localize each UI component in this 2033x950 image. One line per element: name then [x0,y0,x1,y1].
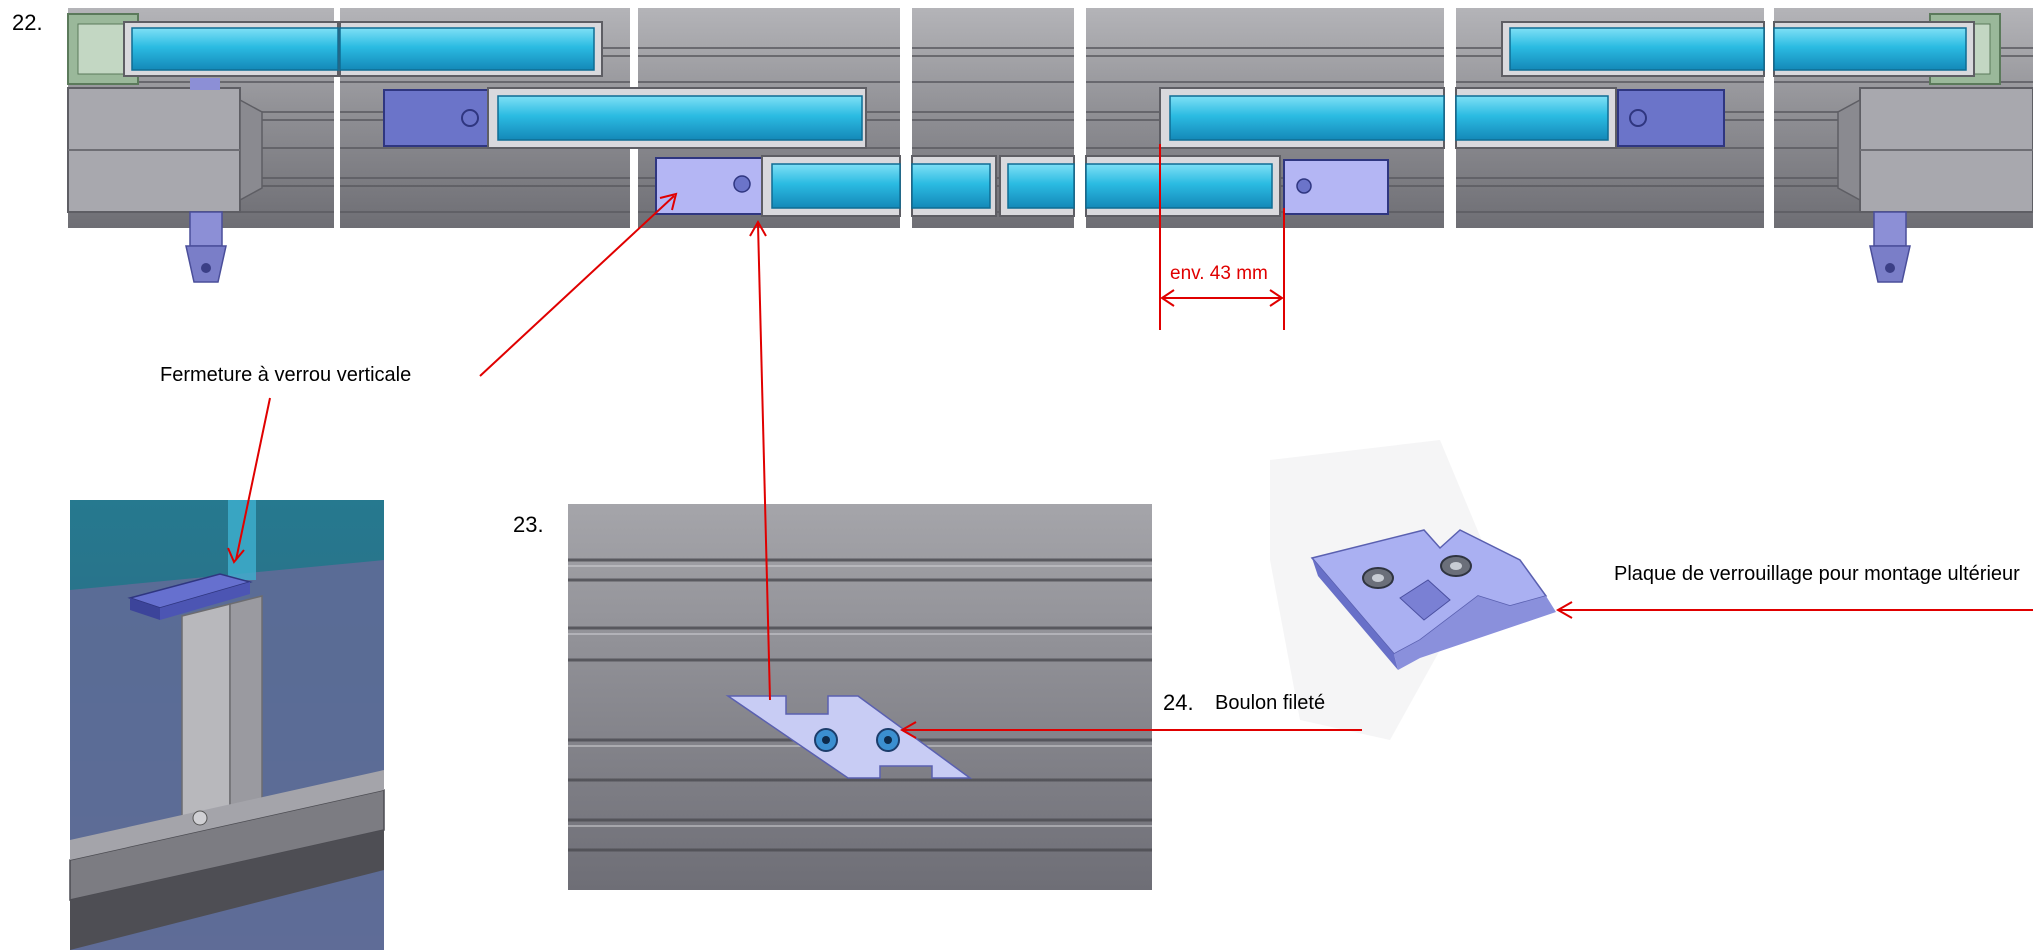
glass-row-1 [123,21,1975,77]
glass-edge [228,500,256,580]
latch-block-right [1617,89,1725,147]
dimension-label: env. 43 mm [1170,263,1268,284]
locking-plate-caption: Plaque de verrouillage pour montage ulté… [1614,563,2020,585]
latch-block-left [383,89,489,147]
right-foot [1873,211,1907,247]
locking-plate-installed [725,695,973,779]
left-foot [189,211,223,247]
detail-view [568,504,1152,890]
step-24-label: 24. [1163,690,1194,715]
step-22-label: 22. [12,10,43,35]
annotation-arrows [227,144,2033,739]
step-23-label: 23. [513,512,544,537]
threaded-bolt-caption: Boulon fileté [1215,692,1326,714]
isometric-view [69,500,385,950]
glass-row-2 [383,87,1725,149]
locking-plate-3d [1270,440,1556,740]
vertical-latch-caption: Fermeture à verrou verticale [160,364,412,386]
glass-row-3 [655,155,1389,217]
top-view-panels [67,0,2033,283]
